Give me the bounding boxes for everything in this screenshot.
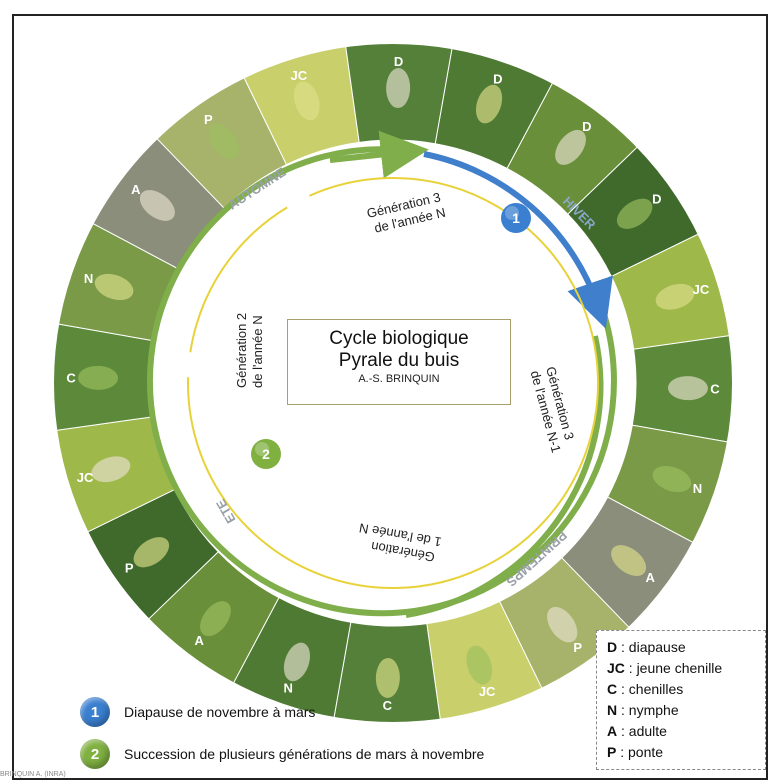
legend-item: A : adulte	[607, 723, 667, 739]
photo-stage-label: A	[645, 570, 655, 585]
photo-detail	[547, 606, 578, 643]
photo-detail	[475, 84, 503, 124]
winter-arrow	[423, 151, 613, 329]
photo-stage-label: N	[84, 271, 93, 286]
legend-item: P : ponte	[607, 744, 664, 760]
photo-stage-label: A	[131, 182, 141, 197]
photo-stage-label: D	[652, 191, 661, 206]
photo-detail	[375, 657, 400, 698]
photo-stage-label: A	[195, 633, 205, 648]
note-text-1: Diapause de novembre à mars	[124, 704, 316, 720]
svg-text:1: 1	[512, 210, 520, 226]
photo-stage-label: P	[204, 112, 213, 127]
note-generations: 2 Succession de plusieurs générations de…	[80, 739, 484, 769]
photo-stage-label: D	[493, 72, 502, 87]
photo-detail	[611, 545, 647, 576]
ring-border	[52, 42, 734, 724]
photo-stage-label: JC	[693, 282, 710, 297]
diagram-title-line1: Cycle biologique	[329, 328, 469, 349]
photo-detail	[139, 190, 175, 221]
photo-detail	[386, 68, 411, 109]
diagram-title-line2: Pyrale du buis	[338, 350, 460, 371]
photo-detail	[91, 456, 131, 483]
image-credit: BRINQUIN A. (INRA)	[0, 771, 66, 778]
legend-item: N : nymphe	[607, 702, 679, 718]
photo-detail	[94, 273, 134, 301]
photo-stage-label: C	[66, 370, 76, 385]
legend-item: C : chenilles	[607, 681, 684, 697]
stage-legend: D : diapause JC : jeune chenille C : che…	[596, 630, 766, 770]
photo-stage-label: P	[573, 640, 582, 655]
photo-stage-label: C	[383, 698, 393, 713]
photo-detail	[667, 376, 708, 401]
legend-item: JC : jeune chenille	[607, 660, 723, 676]
note-badge-1: 1	[80, 697, 110, 727]
marker-1: 1	[501, 203, 531, 233]
photo-detail	[283, 642, 311, 682]
marker-2: 2	[251, 439, 281, 469]
photo-stage-label: JC	[291, 68, 308, 83]
generation-label-2n: Génération 2 de l'année N	[234, 313, 265, 388]
photo-detail	[466, 645, 493, 685]
legend-item: D : diapause	[607, 639, 686, 655]
photo-detail	[78, 365, 119, 390]
photo-stage-label: C	[710, 382, 720, 397]
note-badge-2: 2	[80, 739, 110, 769]
photo-detail	[616, 198, 653, 229]
photo-detail	[133, 537, 170, 568]
note-text-2: Succession de plusieurs générations de m…	[124, 746, 485, 762]
photo-stage-label: D	[582, 119, 591, 134]
title-box: Cycle biologique Pyrale du buis A.-S. BR…	[287, 319, 511, 405]
generation-ring	[187, 177, 599, 589]
photo-detail	[655, 283, 695, 310]
photo-detail	[652, 465, 692, 493]
photo-detail	[200, 601, 231, 637]
photo-detail	[208, 123, 239, 160]
photo-stage-label: D	[394, 54, 403, 69]
svg-text:de l'année N: de l'année N	[250, 315, 265, 388]
photo-stage-label: N	[283, 680, 292, 695]
photo-stage-label: P	[125, 561, 134, 576]
photo-stage-label: JC	[77, 470, 94, 485]
green-cycle-ring	[146, 146, 617, 617]
svg-text:2: 2	[262, 446, 270, 462]
photo-stage-label: JC	[479, 684, 496, 699]
diagram-author: A.-S. BRINQUIN	[358, 373, 440, 385]
green-arrowhead	[329, 130, 429, 179]
photo-detail	[555, 129, 586, 165]
green-cycle-ring-right	[405, 335, 604, 618]
note-diapause: 1 Diapause de novembre à mars	[80, 697, 315, 727]
photo-ring: D D D JC C N A P JC C N A P JC C N A P JC D	[52, 42, 734, 724]
photo-detail	[293, 81, 320, 121]
svg-text:Génération 2: Génération 2	[234, 313, 249, 388]
photo-stage-label: N	[693, 481, 702, 496]
